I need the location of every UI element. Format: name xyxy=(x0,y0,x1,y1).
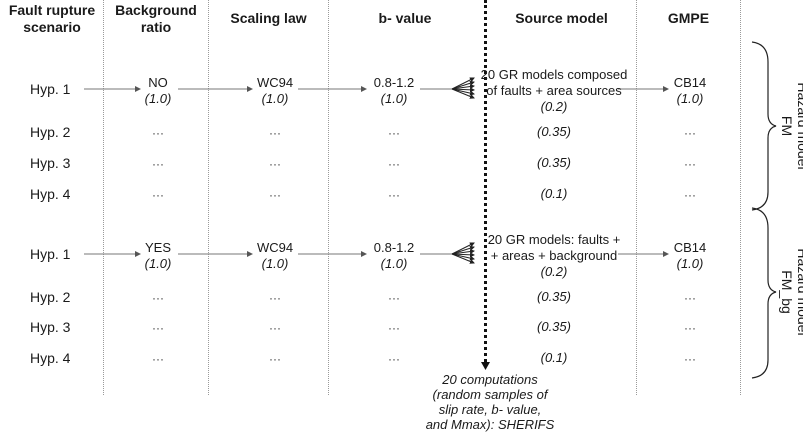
ellipsis: ··· xyxy=(152,291,164,305)
fm-source: 20 GR models composed of faults + area s… xyxy=(480,67,628,114)
hazard-model-fm-label: Hazard model FM xyxy=(779,82,803,170)
ellipsis: ··· xyxy=(152,188,164,202)
ellipsis: ··· xyxy=(388,321,400,335)
header-bvalue: b- value xyxy=(378,10,432,26)
column-divider xyxy=(103,0,104,395)
ellipsis: ··· xyxy=(269,352,281,366)
hyp-label: Hyp. 1 xyxy=(30,81,71,97)
ellipsis: ··· xyxy=(684,126,696,140)
brace-fmbg xyxy=(751,207,777,379)
column-divider xyxy=(328,0,329,395)
fmbg-background: YES(1.0) xyxy=(144,240,172,271)
fan-arrows xyxy=(451,242,475,264)
ellipsis: ··· xyxy=(269,321,281,335)
header-source: Source model xyxy=(515,10,608,26)
ellipsis: ··· xyxy=(388,188,400,202)
header-scenario: Fault rupture scenario xyxy=(8,2,96,35)
ellipsis: ··· xyxy=(684,352,696,366)
hyp-label: Hyp. 3 xyxy=(30,155,71,171)
column-divider xyxy=(636,0,637,395)
column-divider xyxy=(208,0,209,395)
ellipsis: ··· xyxy=(269,126,281,140)
ellipsis: ··· xyxy=(269,291,281,305)
computation-divider xyxy=(484,0,487,362)
fmbg-bvalue: 0.8-1.2(1.0) xyxy=(373,240,415,271)
hyp-label: Hyp. 2 xyxy=(30,124,71,140)
hyp-label: Hyp. 4 xyxy=(30,186,71,202)
fmbg-source: 20 GR models: faults + + areas + backgro… xyxy=(487,232,621,279)
ellipsis: ··· xyxy=(684,321,696,335)
weight: (0.35) xyxy=(537,155,571,170)
fm-bvalue: 0.8-1.2(1.0) xyxy=(373,75,415,106)
weight: (0.1) xyxy=(540,186,568,201)
fm-scaling: WC94(1.0) xyxy=(256,75,294,106)
ellipsis: ··· xyxy=(684,291,696,305)
header-scaling: Scaling law xyxy=(230,10,307,26)
ellipsis: ··· xyxy=(388,291,400,305)
column-divider xyxy=(740,0,741,395)
ellipsis: ··· xyxy=(388,126,400,140)
ellipsis: ··· xyxy=(388,157,400,171)
header-gmpe: GMPE xyxy=(667,10,710,26)
computations-note: 20 computations (random samples of slip … xyxy=(425,372,555,432)
weight: (0.35) xyxy=(537,289,571,304)
ellipsis: ··· xyxy=(152,157,164,171)
ellipsis: ··· xyxy=(684,157,696,171)
hyp-label: Hyp. 2 xyxy=(30,289,71,305)
fm-background: NO(1.0) xyxy=(144,75,172,106)
ellipsis: ··· xyxy=(152,352,164,366)
fm-gmpe: CB14(1.0) xyxy=(673,75,707,106)
weight: (0.1) xyxy=(540,350,568,365)
weight: (0.35) xyxy=(537,319,571,334)
ellipsis: ··· xyxy=(152,321,164,335)
hyp-label: Hyp. 1 xyxy=(30,246,71,262)
hyp-label: Hyp. 4 xyxy=(30,350,71,366)
fmbg-scaling: WC94(1.0) xyxy=(256,240,294,271)
fmbg-gmpe: CB14(1.0) xyxy=(673,240,707,271)
ellipsis: ··· xyxy=(269,157,281,171)
hazard-model-fmbg-label: Hazard model FM_bg xyxy=(779,248,803,336)
hyp-label: Hyp. 3 xyxy=(30,319,71,335)
weight: (0.35) xyxy=(537,124,571,139)
header-background: Background ratio xyxy=(115,2,197,35)
brace-fm xyxy=(751,41,777,211)
ellipsis: ··· xyxy=(269,188,281,202)
ellipsis: ··· xyxy=(388,352,400,366)
ellipsis: ··· xyxy=(684,188,696,202)
ellipsis: ··· xyxy=(152,126,164,140)
down-arrow-head xyxy=(481,362,490,370)
fan-arrows xyxy=(451,77,475,99)
